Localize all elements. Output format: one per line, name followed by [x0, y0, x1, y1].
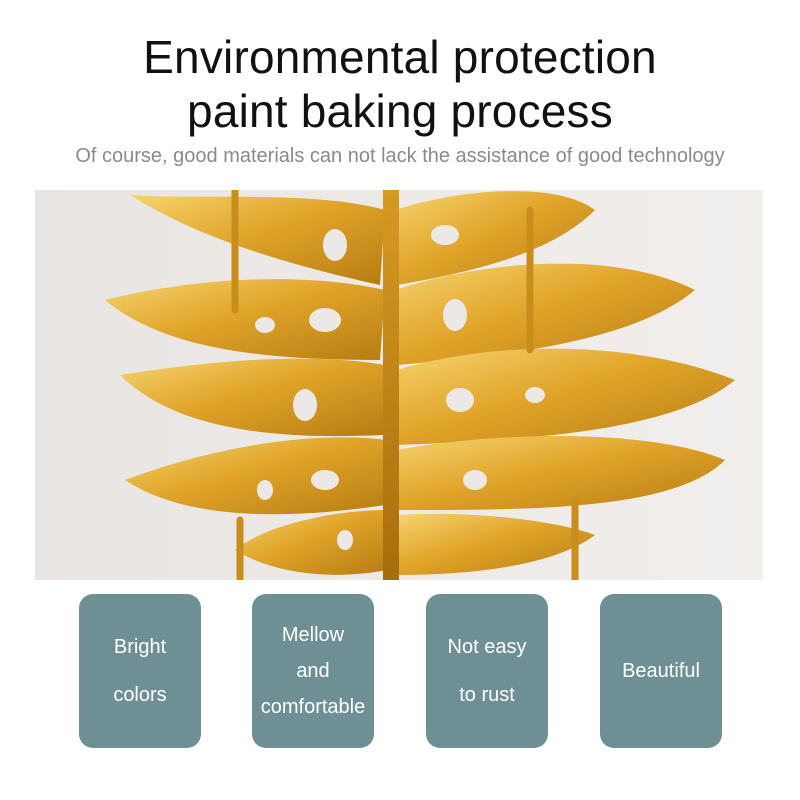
feature-badge-mellow: Mellow and comfortable [252, 594, 374, 748]
title-line-2: paint baking process [187, 85, 613, 137]
feature-badge-text: Not easy [447, 636, 527, 658]
feature-badges: Bright colors Mellow and comfortable Not… [0, 594, 800, 748]
feature-badge-text: Bright [113, 636, 167, 658]
feature-badge-text: Mellow [281, 624, 345, 646]
feature-badge-rust: Not easy to rust [426, 594, 548, 748]
subtitle: Of course, good materials can not lack t… [75, 145, 725, 167]
page-title: Environmental protection paint baking pr… [0, 30, 800, 138]
feature-badge-beautiful: Beautiful [600, 594, 722, 748]
feature-badge-bright-colors: Bright colors [79, 594, 201, 748]
feature-badge-text: Beautiful [622, 659, 700, 682]
feature-badge-text: and [296, 660, 330, 682]
feature-badge-text: to rust [459, 684, 515, 706]
feature-badge-text: colors [113, 684, 167, 706]
product-photo [35, 190, 763, 580]
title-line-1: Environmental protection [143, 31, 657, 83]
gold-metal-monstera-leaf-icon [35, 190, 763, 580]
feature-badge-text: comfortable [260, 696, 366, 718]
